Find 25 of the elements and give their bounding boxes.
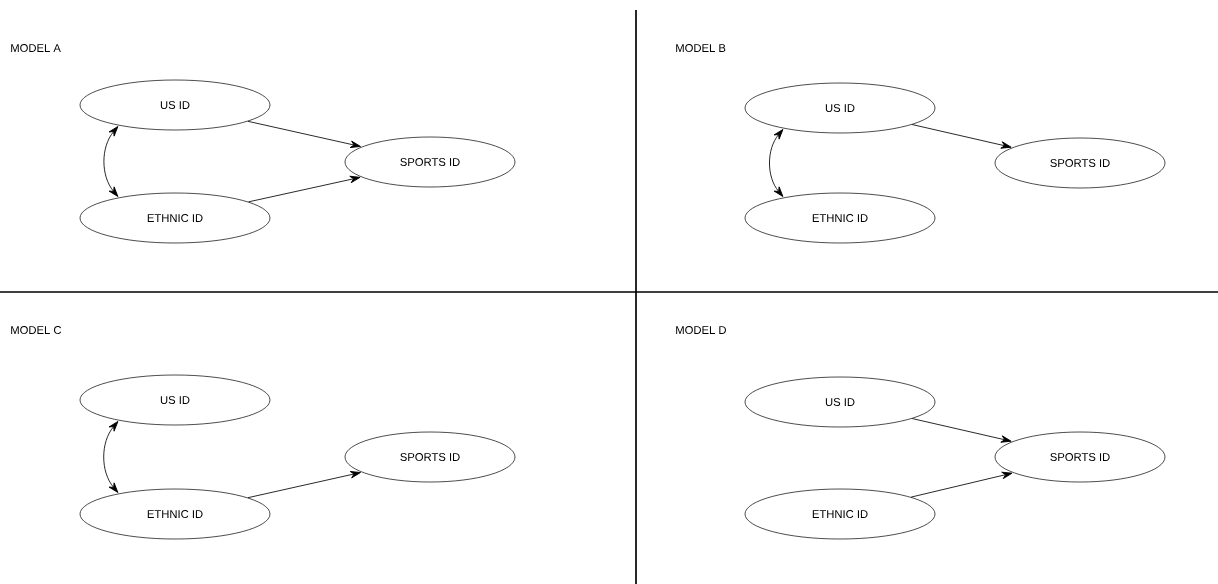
ellipse-node: SPORTS ID	[994, 137, 1166, 189]
ellipse-node: SPORTS ID	[344, 431, 516, 483]
panel-label: MODEL A	[11, 44, 61, 52]
panel-label: MODEL B	[676, 44, 726, 52]
ellipse-node: SPORTS ID	[344, 136, 516, 188]
arrow	[103, 126, 119, 197]
ellipse-node: ETHNIC ID	[744, 192, 936, 244]
panel-label: MODEL D	[676, 326, 726, 334]
arrow	[247, 120, 361, 148]
ellipse-node: ETHNIC ID	[79, 488, 271, 540]
arrow	[103, 421, 119, 493]
ellipse-node: US ID	[744, 376, 936, 428]
arrow	[911, 418, 1012, 443]
ellipse-node: US ID	[744, 82, 936, 134]
panel-label: MODEL C	[11, 326, 62, 334]
arrow	[248, 175, 361, 203]
ellipse-node: ETHNIC ID	[744, 488, 936, 540]
arrow	[911, 124, 1012, 149]
ellipse-node: US ID	[79, 374, 271, 426]
arrow	[769, 129, 784, 197]
arrow	[910, 471, 1013, 498]
ellipse-node: SPORTS ID	[994, 431, 1166, 483]
ellipse-node: US ID	[79, 79, 271, 131]
arrow	[247, 471, 361, 499]
ellipse-node: ETHNIC ID	[79, 192, 271, 244]
